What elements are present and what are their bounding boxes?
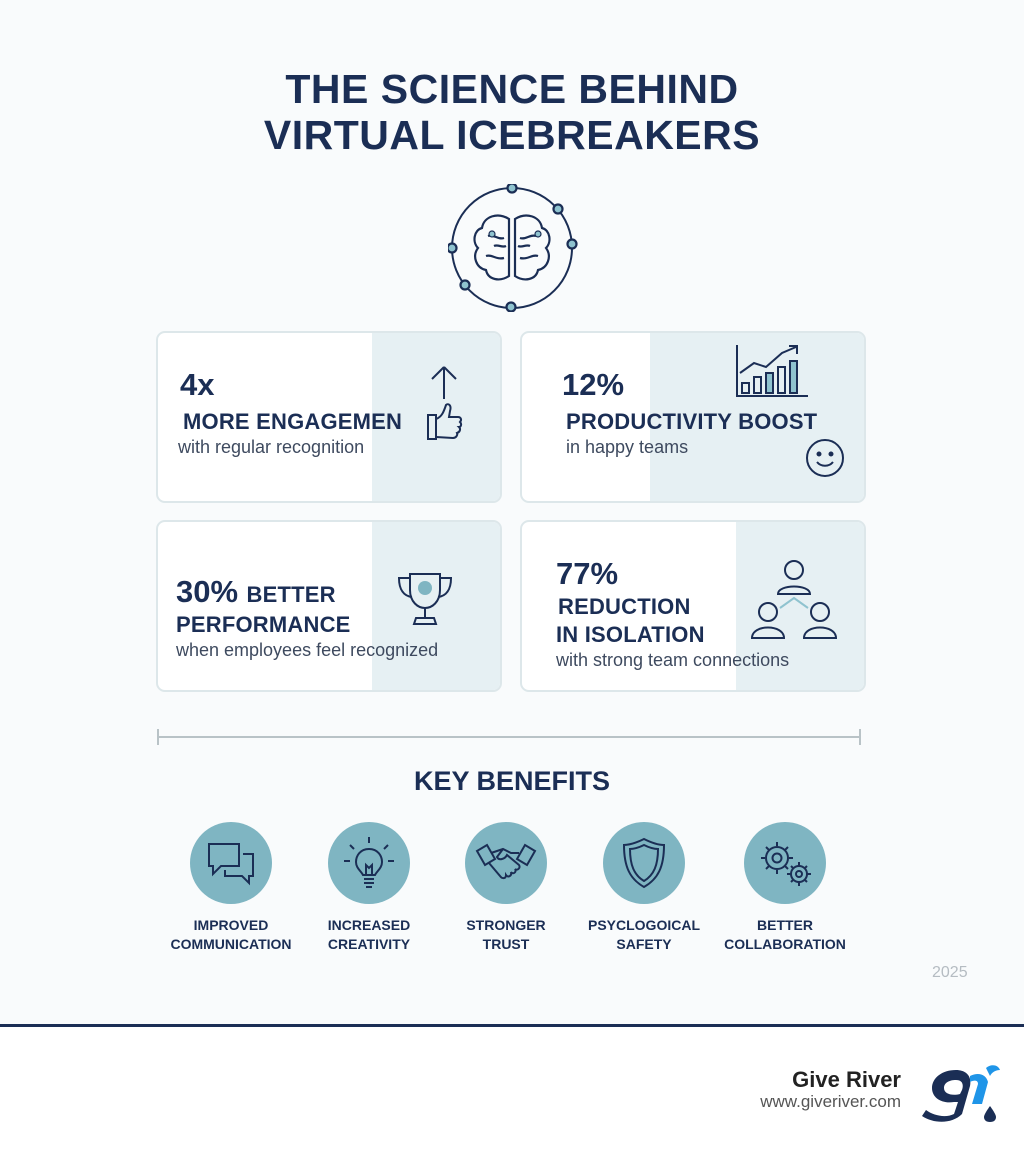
benefit-label: STRONGER TRUST <box>431 916 581 954</box>
card-tint <box>650 333 864 501</box>
stat-headline: MORE ENGAGEMEN <box>183 409 403 434</box>
brain-icon <box>448 184 578 312</box>
card-tint <box>736 522 864 690</box>
chat-bubbles-icon <box>208 843 254 886</box>
benefit-label: IMPROVED COMMUNICATION <box>156 916 306 954</box>
key-benefits-title: KEY BENEFITS <box>413 766 611 796</box>
divider-cap-right <box>859 729 861 745</box>
benefit-label-line-2: COMMUNICATION <box>170 936 292 952</box>
benefit-label-line-2: CREATIVITY <box>327 936 411 952</box>
footer-divider <box>0 1024 1024 1027</box>
benefit-label: BETTER COLLABORATION <box>710 916 860 954</box>
benefit-label-line-2: TRUST <box>482 936 530 952</box>
benefit-label-line-1: PSYCLOGOICAL <box>587 917 700 933</box>
benefit-label-line-1: BETTER <box>757 917 813 933</box>
thumbs-up-icon <box>427 366 463 440</box>
title-line-2: VIRTUAL ICEBREAKERS <box>263 112 761 158</box>
benefit-circle <box>465 822 547 904</box>
stat-card-performance: 30% BETTER PERFORMANCE when employees fe… <box>156 520 502 692</box>
page-title: THE SCIENCE BEHIND VIRTUAL ICEBREAKERS <box>0 66 1024 158</box>
stat-subtext: with regular recognition <box>178 437 365 457</box>
shield-icon <box>622 837 666 889</box>
stat-value: 4x <box>180 367 215 402</box>
give-river-logo <box>922 1065 1000 1122</box>
lightbulb-icon <box>344 837 394 888</box>
benefit-label-line-1: INCREASED <box>327 917 411 933</box>
stat-subtext: when employees feel recognized <box>176 640 439 660</box>
stat-value: 77% <box>556 556 619 591</box>
handshake-icon <box>475 843 537 880</box>
stat-subtext: with strong team connections <box>556 650 790 670</box>
stat-value: 30% <box>176 574 239 609</box>
benefit-circle <box>328 822 410 904</box>
benefit-label-line-1: STRONGER <box>466 917 546 933</box>
stat-headline: PERFORMANCE <box>176 612 351 637</box>
stat-headline: PRODUCTIVITY BOOST <box>566 409 818 434</box>
benefit-communication: IMPROVED COMMUNICATION <box>156 822 306 954</box>
section-divider <box>157 729 861 745</box>
smiley-icon <box>806 439 844 477</box>
card-tint <box>372 522 500 690</box>
benefit-circle <box>744 822 826 904</box>
team-network-icon <box>750 560 838 639</box>
stat-card-productivity: 12% PRODUCTIVITY BOOST in happy teams <box>520 331 866 503</box>
bar-chart-icon <box>736 345 808 397</box>
stat-card-isolation: 77% REDUCTION IN ISOLATION with strong t… <box>520 520 866 692</box>
stat-value-line: 30% BETTER <box>176 574 336 610</box>
divider-cap-left <box>157 729 159 745</box>
benefit-creativity: INCREASED CREATIVITY <box>294 822 444 954</box>
title-line-1: THE SCIENCE BEHIND <box>285 66 739 112</box>
benefit-collaboration: BETTER COLLABORATION <box>710 822 860 954</box>
gears-icon <box>761 842 811 886</box>
brand-url[interactable]: www.giveriver.com <box>760 1092 901 1111</box>
stat-card-engagement: 4x MORE ENGAGEMEN with regular recogniti… <box>156 331 502 503</box>
trophy-icon <box>397 573 453 625</box>
benefit-circle <box>603 822 685 904</box>
benefit-label-line-1: IMPROVED <box>193 917 269 933</box>
benefit-label: INCREASED CREATIVITY <box>294 916 444 954</box>
benefit-circle <box>190 822 272 904</box>
stat-headline: REDUCTION <box>558 594 691 619</box>
brand-name: Give River <box>792 1067 901 1092</box>
benefit-trust: STRONGER TRUST <box>431 822 581 954</box>
benefit-safety: PSYCLOGOICAL SAFETY <box>569 822 719 954</box>
benefit-label-line-2: COLLABORATION <box>724 936 846 952</box>
stat-headline-2: IN ISOLATION <box>556 622 705 647</box>
year-label: 2025 <box>932 964 968 981</box>
stat-headline-inline: BETTER <box>246 582 336 607</box>
stat-subtext: in happy teams <box>566 437 689 457</box>
stat-value: 12% <box>562 367 625 402</box>
benefit-label-line-2: SAFETY <box>616 936 672 952</box>
benefit-label: PSYCLOGOICAL SAFETY <box>569 916 719 954</box>
